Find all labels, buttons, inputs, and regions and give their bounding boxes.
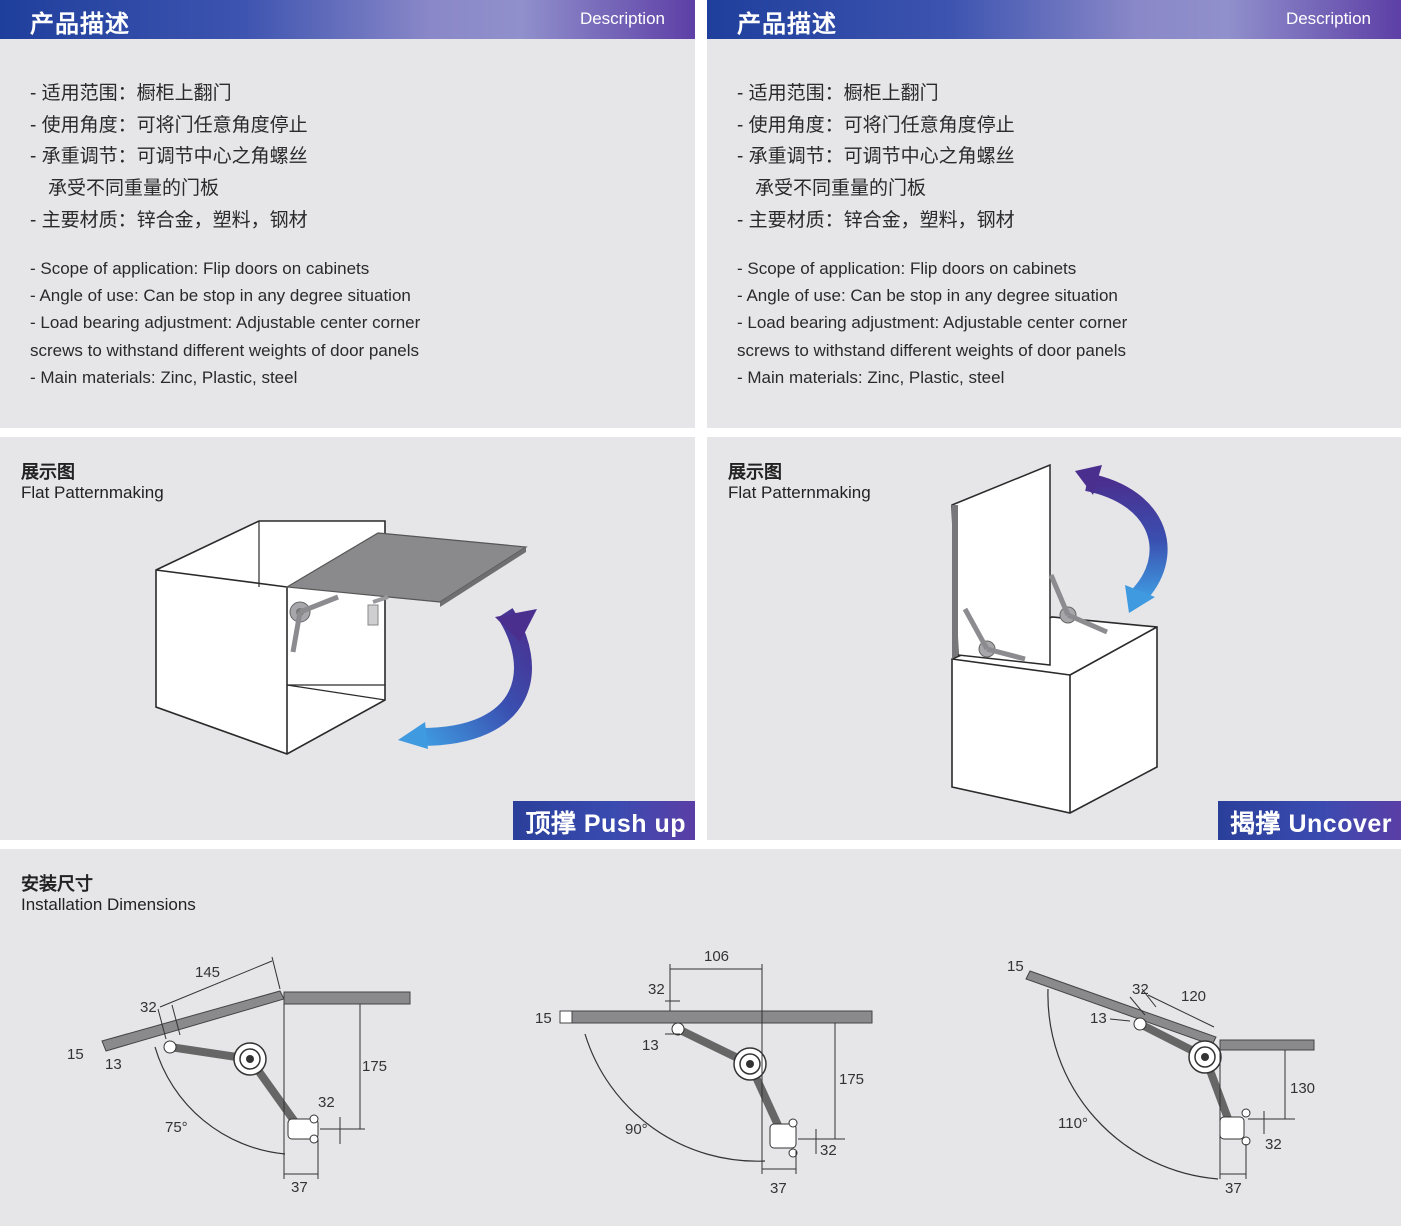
display-title-en: Flat Patternmaking — [728, 483, 871, 502]
push-up-illustration — [155, 520, 537, 755]
zh-feature-list: - 适用范围：橱柜上翻门 - 使用角度：可将门任意角度停止 - 承重调节：可调节… — [737, 78, 1015, 237]
uncover-illustration — [951, 463, 1168, 814]
en-line: screws to withstand different weights of… — [30, 340, 420, 360]
zh-line: - 主要材质：锌合金，塑料，钢材 — [737, 209, 1015, 231]
header-title-zh: 产品描述 — [30, 11, 130, 38]
install-title-zh: 安装尺寸 — [21, 874, 93, 894]
description-header: 产品描述 Description — [0, 0, 695, 39]
dim-arm: 106 — [704, 948, 729, 965]
push-up-badge: 顶撑 Push up — [513, 801, 695, 840]
en-feature-list: - Scope of application: Flip doors on ca… — [30, 255, 420, 391]
display-title-zh: 展示图 — [728, 462, 782, 482]
zh-line: - 主要材质：锌合金，塑料，钢材 — [30, 209, 308, 231]
dim-offset: 32 — [1132, 981, 1149, 998]
en-line: screws to withstand different weights of… — [737, 340, 1127, 360]
display-title-zh: 展示图 — [21, 462, 75, 482]
dim-base-w: 32 — [820, 1142, 837, 1159]
en-line: - Main materials: Zinc, Plastic, steel — [30, 367, 298, 387]
dim-angle: 75° — [165, 1119, 188, 1136]
zh-line: - 使用角度：可将门任意角度停止 — [30, 114, 308, 136]
dim-thick: 15 — [1007, 958, 1024, 975]
dim-base-d: 37 — [770, 1180, 787, 1197]
en-line: - Load bearing adjustment: Adjustable ce… — [30, 313, 421, 333]
zh-line: - 承重调节：可调节中心之角螺丝 — [30, 146, 308, 168]
dim-edge: 13 — [1090, 1010, 1107, 1027]
dim-edge: 13 — [105, 1056, 122, 1073]
dim-offset: 32 — [140, 999, 157, 1016]
install-diagram-75: 145 32 15 13 175 32 37 75° — [67, 956, 411, 1196]
dim-thick: 15 — [67, 1046, 84, 1063]
description-panel-right: 产品描述 Description - 适用范围：橱柜上翻门 - 使用角度：可将门… — [707, 0, 1401, 428]
header-title-en: Description — [1285, 9, 1371, 28]
en-line: - Angle of use: Can be stop in any degre… — [737, 286, 1118, 306]
install-title-en: Installation Dimensions — [21, 895, 196, 914]
dim-arm: 120 — [1181, 988, 1206, 1005]
description-panel-left: 产品描述 Description - 适用范围：橱柜上翻门 - 使用角度：可将门… — [0, 0, 695, 428]
dim-angle: 110° — [1058, 1115, 1088, 1132]
header-title-zh: 产品描述 — [737, 11, 837, 38]
zh-line: - 适用范围：橱柜上翻门 — [30, 83, 232, 104]
dim-height: 175 — [839, 1071, 864, 1088]
display-title-en: Flat Patternmaking — [21, 483, 164, 502]
dim-base-w: 32 — [318, 1094, 335, 1111]
dim-edge: 13 — [642, 1037, 659, 1054]
display-panel-push-up: 展示图 Flat Patternmaking 顶撑 Push u — [0, 437, 695, 840]
dim-thick: 15 — [535, 1010, 552, 1027]
header-title-en: Description — [579, 9, 665, 28]
zh-line: - 使用角度：可将门任意角度停止 — [737, 114, 1015, 136]
zh-feature-list: - 适用范围：橱柜上翻门 - 使用角度：可将门任意角度停止 - 承重调节：可调节… — [30, 78, 308, 237]
install-diagram-90: 106 32 15 13 175 32 37 90° — [535, 948, 873, 1197]
uncover-badge: 揭撑 Uncover — [1218, 801, 1401, 840]
zh-line: - 承重调节：可调节中心之角螺丝 — [737, 146, 1015, 168]
description-header: 产品描述 Description — [707, 0, 1401, 39]
dim-base-d: 37 — [291, 1179, 308, 1196]
dim-height: 175 — [362, 1058, 387, 1075]
display-panel-uncover: 展示图 Flat Patternmaking 揭撑 Uncover — [707, 437, 1401, 840]
zh-line: - 适用范围：橱柜上翻门 — [737, 83, 939, 104]
zh-line: 承受不同重量的门板 — [755, 178, 927, 200]
en-line: - Scope of application: Flip doors on ca… — [737, 259, 1077, 278]
zh-line: 承受不同重量的门板 — [48, 178, 220, 200]
install-panel: 安装尺寸 Installation Dimensions 145 32 15 1 — [0, 849, 1401, 1226]
dim-offset: 32 — [648, 981, 665, 998]
en-line: - Load bearing adjustment: Adjustable ce… — [737, 313, 1128, 333]
dim-base-d: 37 — [1225, 1180, 1242, 1197]
dim-height: 130 — [1290, 1080, 1315, 1097]
dim-base-w: 32 — [1265, 1136, 1282, 1153]
en-line: - Scope of application: Flip doors on ca… — [30, 259, 370, 278]
en-feature-list: - Scope of application: Flip doors on ca… — [737, 255, 1127, 391]
install-diagram-110: 120 32 15 13 130 32 37 110° — [1007, 958, 1315, 1197]
en-line: - Main materials: Zinc, Plastic, steel — [737, 367, 1005, 387]
en-line: - Angle of use: Can be stop in any degre… — [30, 286, 411, 306]
dim-arm: 145 — [195, 964, 220, 981]
dim-angle: 90° — [625, 1121, 648, 1138]
